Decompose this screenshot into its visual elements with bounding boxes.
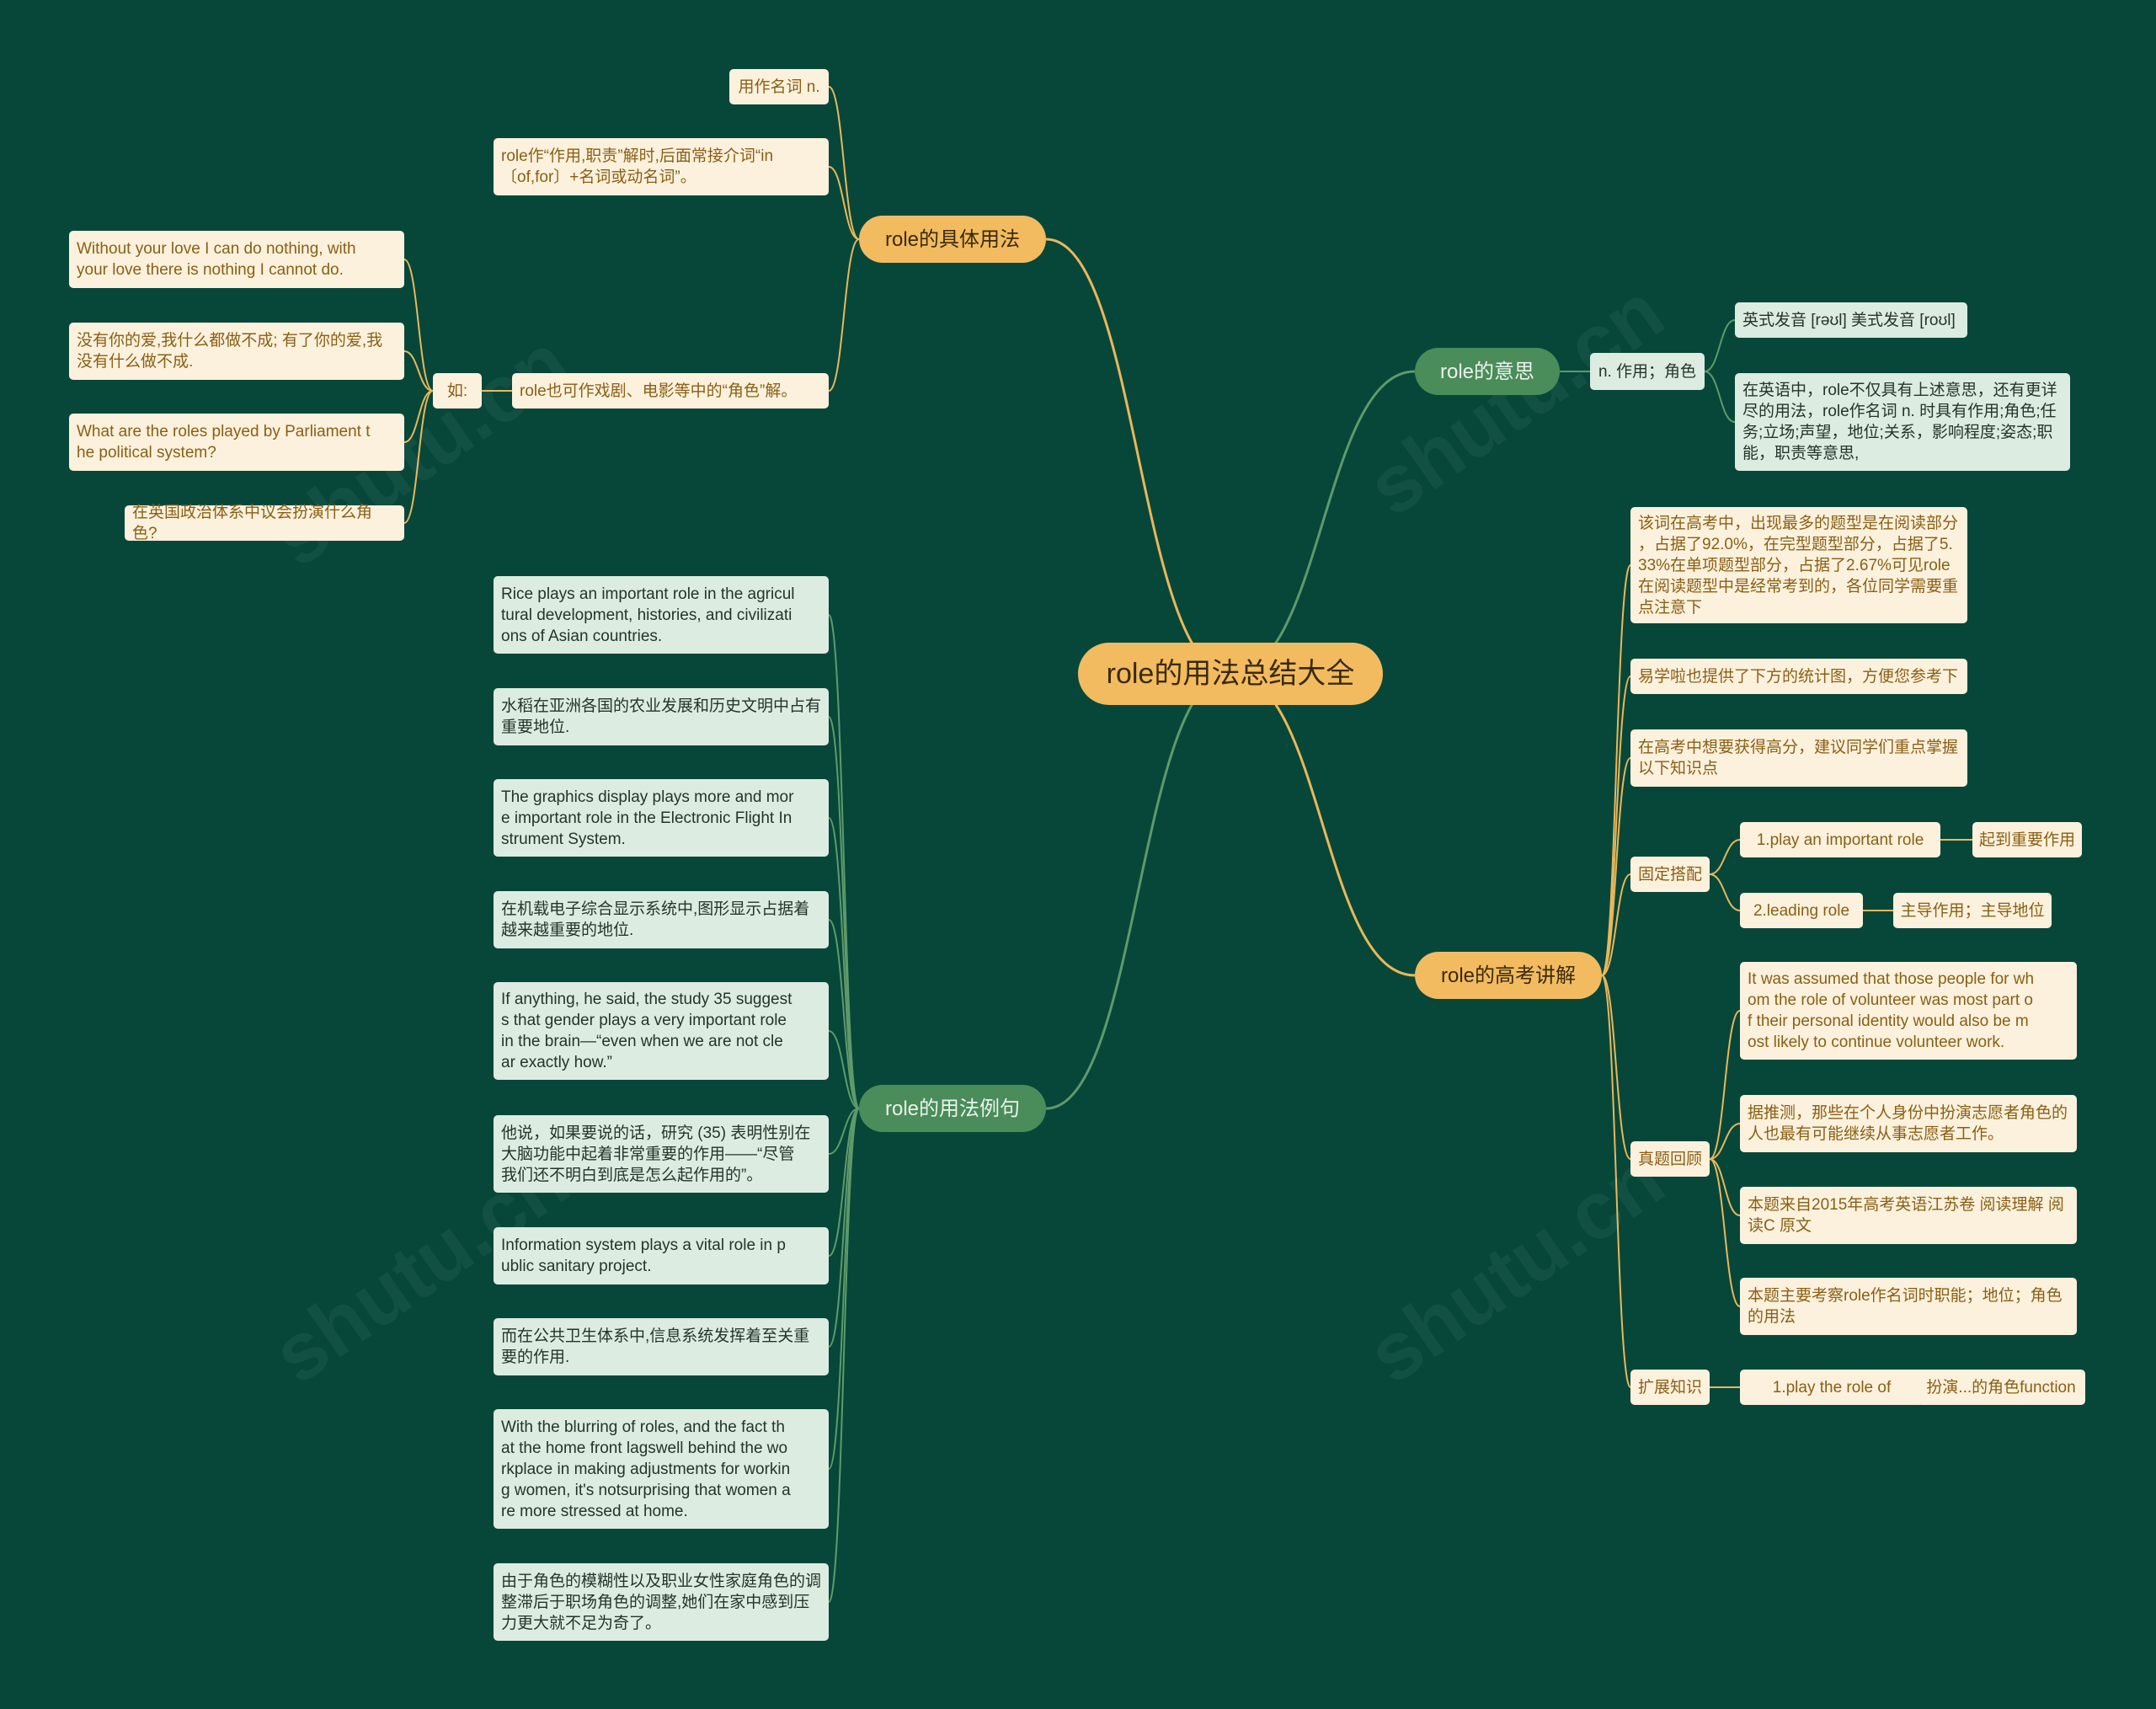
exam-extend[interactable]: 扩展知识 xyxy=(1630,1370,1710,1405)
connector-line xyxy=(403,390,434,524)
usage-example-4[interactable]: 在英国政治体系中议会扮演什么角色? xyxy=(125,504,404,542)
connector-line xyxy=(1709,1158,1741,1216)
branch-examples[interactable]: role的用法例句 xyxy=(859,1085,1046,1132)
exam-review-4[interactable]: 本题主要考察role作名词时职能；地位；角色 的用法 xyxy=(1740,1278,2077,1335)
connector-line xyxy=(828,238,860,392)
connector-line xyxy=(1601,873,1631,976)
root-topic[interactable]: role的用法总结大全 xyxy=(1078,643,1383,705)
usage-ru[interactable]: 如: xyxy=(433,373,482,409)
connector-line xyxy=(1709,1123,1741,1160)
connector-line xyxy=(403,390,434,443)
exam-fixed[interactable]: 固定搭配 xyxy=(1630,857,1710,892)
connector-line xyxy=(828,1108,860,1257)
connector-line xyxy=(828,817,860,1109)
connector-line xyxy=(1601,975,1631,1388)
exam-advice[interactable]: 在高考中想要获得高分，建议同学们重点掌握 以下知识点 xyxy=(1630,729,1967,787)
connector-line xyxy=(828,716,860,1109)
exam-extend-1-meaning[interactable]: 扮演...的角色function xyxy=(1917,1370,2085,1405)
connector-line xyxy=(403,259,434,392)
connector-line xyxy=(1045,672,1231,1110)
usage-noun[interactable]: 用作名词 n. xyxy=(729,69,829,104)
exam-review-1[interactable]: It was assumed that those people for wh … xyxy=(1740,962,2077,1060)
connector-line xyxy=(403,350,434,392)
exam-review[interactable]: 真题回顾 xyxy=(1630,1141,1710,1177)
example-sentence[interactable]: With the blurring of roles, and the fact… xyxy=(494,1409,829,1529)
connector-line xyxy=(828,1030,860,1109)
usage-example-2[interactable]: 没有你的爱,我什么都做不成; 有了你的爱,我 没有什么做不成. xyxy=(69,323,404,380)
exam-fixed-2[interactable]: 2.leading role xyxy=(1740,893,1863,928)
connector-line xyxy=(1709,873,1741,911)
connector-line xyxy=(828,919,860,1109)
example-sentence[interactable]: 水稻在亚洲各国的农业发展和历史文明中占有 重要地位. xyxy=(494,688,829,745)
branch-meaning[interactable]: role的意思 xyxy=(1415,348,1560,395)
exam-review-3[interactable]: 本题来自2015年高考英语江苏卷 阅读理解 阅 读C 原文 xyxy=(1740,1187,2077,1244)
exam-fixed-1[interactable]: 1.play an important role xyxy=(1740,822,1940,857)
meaning-noun[interactable]: n. 作用；角色 xyxy=(1590,353,1705,390)
connector-line xyxy=(1230,672,1416,977)
meaning-pronunciation[interactable]: 英式发音 [rəʊl] 美式发音 [roʊl] xyxy=(1735,302,1967,338)
example-sentence[interactable]: Rice plays an important role in the agri… xyxy=(494,576,829,654)
example-sentence[interactable]: If anything, he said, the study 35 sugge… xyxy=(494,982,829,1080)
connector-line xyxy=(1045,238,1231,676)
example-sentence[interactable]: The graphics display plays more and mor … xyxy=(494,779,829,857)
connector-line xyxy=(1601,975,1631,1160)
usage-prep[interactable]: role作“作用,职责”解时,后面常接介词“in 〔of,for〕+名词或动名词… xyxy=(494,138,829,195)
usage-example-1[interactable]: Without your love I can do nothing, with… xyxy=(69,231,404,288)
connector-line xyxy=(1230,370,1416,676)
connector-line xyxy=(828,1108,860,1603)
connector-line xyxy=(1704,319,1736,372)
connector-line xyxy=(1601,564,1631,976)
example-sentence[interactable]: Information system plays a vital role in… xyxy=(494,1227,829,1284)
usage-example-3[interactable]: What are the roles played by Parliament … xyxy=(69,414,404,471)
example-sentence[interactable]: 在机载电子综合显示系统中,图形显示占据着 越来越重要的地位. xyxy=(494,891,829,948)
connector-line xyxy=(828,86,860,240)
connector-line xyxy=(828,166,860,240)
exam-stat[interactable]: 该词在高考中，出现最多的题型是在阅读部分 ，占据了92.0%，在完型题型部分，占… xyxy=(1630,507,1967,623)
branch-exam[interactable]: role的高考讲解 xyxy=(1415,952,1602,999)
exam-fixed-2-meaning[interactable]: 主导作用；主导地位 xyxy=(1893,893,2052,928)
connector-line xyxy=(1709,839,1741,875)
example-sentence[interactable]: 他说，如果要说的话，研究 (35) 表明性别在 大脑功能中起着非常重要的作用——… xyxy=(494,1115,829,1193)
example-sentence[interactable]: 由于角色的模糊性以及职业女性家庭角色的调 整滞后于职场角色的调整,她们在家中感到… xyxy=(494,1563,829,1641)
connector-line xyxy=(1709,1010,1741,1160)
connector-line xyxy=(1709,1158,1741,1307)
exam-chart-note[interactable]: 易学啦也提供了下方的统计图，方便您参考下 xyxy=(1630,659,1967,694)
connector-line xyxy=(1704,371,1736,423)
connector-line xyxy=(828,1108,860,1470)
usage-role[interactable]: role也可作戏剧、电影等中的“角色”解。 xyxy=(512,373,829,409)
exam-review-2[interactable]: 据推测，那些在个人身份中扮演志愿者角色的 人也最有可能继续从事志愿者工作。 xyxy=(1740,1095,2077,1152)
connector-line xyxy=(1601,676,1631,976)
connector-line xyxy=(828,1108,860,1348)
exam-extend-1[interactable]: 1.play the role of xyxy=(1740,1370,1924,1405)
meaning-description[interactable]: 在英语中，role不仅具有上述意思，还有更详 尽的用法，role作名词 n. 时… xyxy=(1735,373,2070,471)
example-sentence[interactable]: 而在公共卫生体系中,信息系统发挥着至关重 要的作用. xyxy=(494,1318,829,1375)
connector-line xyxy=(1601,757,1631,976)
branch-usage[interactable]: role的具体用法 xyxy=(859,216,1046,263)
connector-line xyxy=(828,1108,860,1155)
exam-fixed-1-meaning[interactable]: 起到重要作用 xyxy=(1972,822,2082,857)
